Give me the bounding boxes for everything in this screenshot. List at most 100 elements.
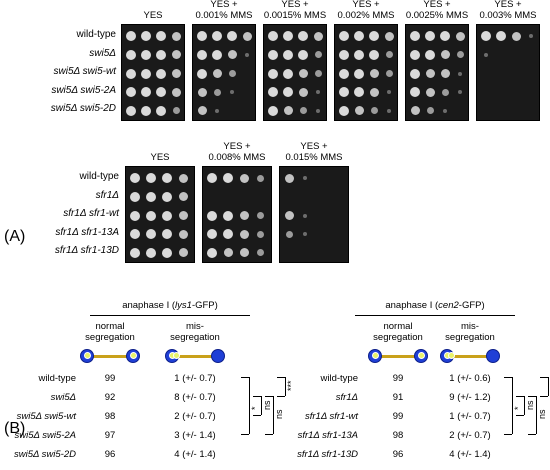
right_table-normal-value: 99 — [392, 411, 404, 422]
right_table-row-label: sfr1Δ sfr1-13D — [297, 449, 358, 460]
top_assay-colony-spot — [529, 34, 533, 39]
right_table-bracket-tick — [504, 434, 512, 435]
top_assay-colony-spot — [227, 50, 237, 60]
top_assay-strain-label: swi5Δ swi5-2A — [51, 84, 116, 96]
left_table-stat-label: *** — [286, 379, 296, 391]
top_assay-colony-spot — [511, 31, 521, 41]
top_assay-colony-spot — [141, 87, 151, 98]
mid_assay-colony-spot — [178, 248, 188, 258]
top_assay-colony-spot — [354, 31, 364, 42]
top_assay-colony-spot — [369, 69, 379, 78]
top_assay-colony-spot — [455, 31, 465, 41]
top_assay-colony-spot — [456, 51, 464, 59]
top_assay-colony-spot — [484, 52, 488, 57]
mid_assay-colony-spot — [303, 232, 307, 237]
right_table-stat-label: * — [513, 405, 523, 410]
right_table-spindle-bar — [448, 355, 492, 358]
top_assay-colony-spot — [299, 107, 307, 115]
top_assay-colony-spot — [385, 70, 393, 77]
right_table-row-label: wild-type — [320, 373, 359, 384]
top_assay-strain-label: swi5Δ swi5-wt — [53, 66, 116, 78]
top_assay-colony-spot — [283, 106, 293, 116]
right_table-title-suffix: -GFP) — [458, 300, 485, 311]
right_table-mis-value: 1 (+/- 0.6) — [449, 373, 491, 384]
right_table-title-prefix: anaphase I ( — [385, 300, 439, 311]
top_assay-colony-spot — [245, 52, 249, 57]
right_table-bracket — [536, 396, 537, 434]
top_assay-colony-spot — [126, 87, 136, 98]
top_assay-colony-spot — [369, 87, 379, 97]
top_assay-colony-spot — [171, 87, 181, 97]
mid_assay-colony-spot — [130, 229, 140, 240]
top_assay-colony-spot — [212, 49, 222, 60]
left_table-bracket — [261, 396, 262, 415]
mid_assay-colony-spot — [162, 210, 172, 221]
left_table-bracket — [285, 377, 286, 396]
right_table-title: anaphase I (cen2-GFP) — [350, 300, 520, 311]
top_assay-colony-spot — [227, 31, 237, 42]
top_assay-colony-spot — [283, 31, 293, 42]
right_table-bracket-tick — [516, 415, 524, 416]
mid_assay-strain-label: sfr1Δ — [95, 189, 119, 201]
right_table-bracket-tick — [528, 434, 536, 435]
top_assay-plate — [476, 24, 540, 121]
top_assay-colony-spot — [370, 107, 378, 115]
top_assay-colony-spot — [410, 68, 420, 79]
right_table-normal-value: 99 — [392, 373, 404, 384]
top_assay-colony-spot — [441, 88, 449, 96]
mid_assay-colony-spot — [223, 210, 233, 221]
left_table-title-prefix: anaphase I ( — [122, 300, 176, 311]
top_assay-colony-spot — [316, 108, 320, 113]
top_assay-colony-spot — [298, 31, 308, 42]
left_table-bracket-tick — [241, 434, 249, 435]
right_table-nucleus-dot — [486, 349, 500, 363]
top_assay-colony-spot — [481, 31, 491, 42]
top_assay-colony-spot — [197, 68, 207, 79]
top_assay-colony-spot — [268, 87, 278, 98]
mid_assay-colony-spot — [256, 249, 264, 257]
top_assay-colony-spot — [314, 70, 322, 77]
top_assay-colony-spot — [141, 49, 151, 60]
right_table-mis-value: 2 (+/- 0.7) — [449, 430, 491, 441]
top_assay-colony-spot — [354, 49, 364, 60]
left_table-bracket — [249, 377, 250, 434]
mid_assay-condition-label: YES — [150, 152, 170, 163]
top_assay-colony-spot — [126, 68, 136, 79]
mid_assay-strain-label: sfr1Δ sfr1-13D — [54, 245, 119, 257]
mid_assay-colony-spot — [162, 191, 172, 202]
top_assay-colony-spot — [156, 105, 166, 116]
top_assay-colony-spot — [425, 87, 435, 97]
left_table-bracket-tick — [277, 396, 285, 397]
right_table-normal-value: 91 — [392, 392, 404, 403]
top_assay-plate — [334, 24, 398, 121]
mid_assay-colony-spot — [207, 173, 217, 184]
top_assay-colony-spot — [339, 31, 349, 42]
mid_assay-colony-spot — [284, 211, 294, 220]
left_table-stat-label: * — [250, 405, 260, 410]
mid_assay-colony-spot — [284, 173, 294, 183]
top_assay-colony-spot — [141, 105, 151, 116]
left_table-row-label: swi5Δ swi5-2D — [14, 449, 76, 460]
top_assay-colony-spot — [440, 31, 450, 42]
left_table-stat-label: ns — [262, 399, 272, 410]
right_table-bracket-tick — [528, 396, 536, 397]
top_assay-condition-label: YES + 0.003% MMS — [479, 0, 537, 21]
right_table-gfp-focus — [372, 352, 379, 359]
left_table-title-suffix: -GFP) — [191, 300, 218, 311]
mid_assay-colony-spot — [178, 192, 188, 202]
left_table-mis-value: 1 (+/- 0.7) — [174, 373, 216, 384]
top_assay-colony-spot — [268, 49, 278, 60]
top_assay-colony-spot — [443, 108, 447, 113]
top_assay-colony-spot — [141, 31, 151, 42]
mid_assay-colony-spot — [178, 211, 188, 220]
left_table-title: anaphase I (lys1-GFP) — [85, 300, 255, 311]
left_table-bracket-tick — [265, 396, 273, 397]
top_assay-colony-spot — [156, 87, 166, 98]
mid_assay-colony-spot — [223, 248, 233, 258]
left_table-row-label: swi5Δ swi5-wt — [16, 411, 76, 422]
top_assay-colony-spot — [230, 90, 234, 95]
left_table-bracket-tick — [277, 377, 285, 378]
top_assay-colony-spot — [410, 106, 420, 116]
top_assay-colony-spot — [171, 69, 181, 78]
left_table-normal-value: 98 — [104, 411, 116, 422]
